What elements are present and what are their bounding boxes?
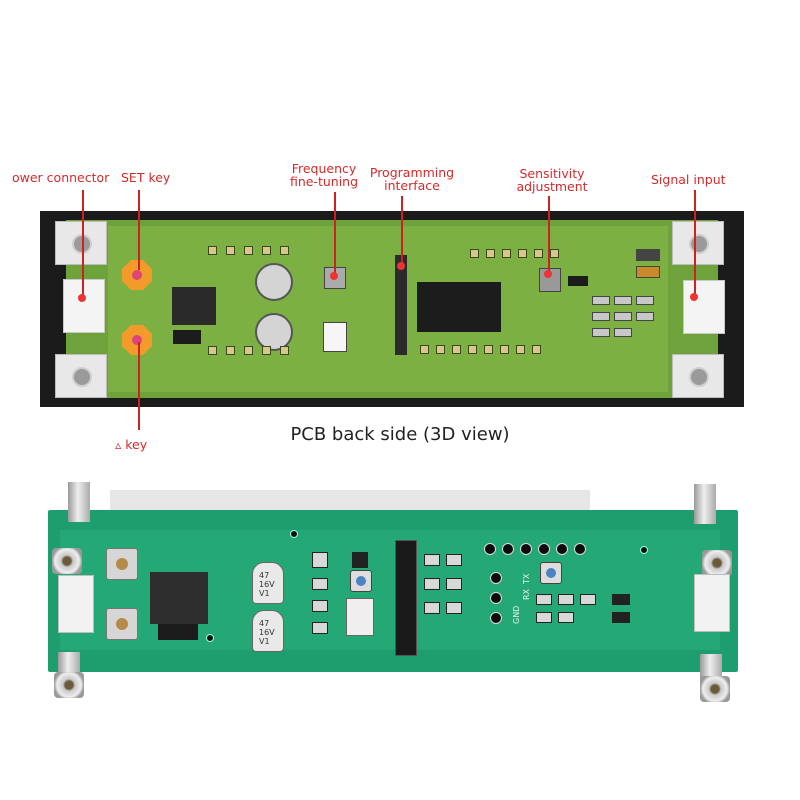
sensitivity-label-line2: adjustment (516, 179, 588, 194)
figure-caption: PCB back side (3D view) (290, 424, 510, 445)
standoff-top-right (694, 484, 716, 524)
hex-nut-right-top (702, 550, 732, 576)
freq-tuning-label-line1: Frequency (291, 161, 357, 176)
serial-pads (490, 572, 510, 632)
freq-tuning-label-line2: fine-tuning (289, 174, 359, 189)
power-connector-photo (58, 575, 94, 633)
diode-photo (158, 624, 198, 640)
power-connector (63, 279, 105, 333)
frequency-trimmer-photo (350, 570, 372, 592)
signal-input-label: Signal input (651, 172, 726, 187)
smd-cluster-right (532, 590, 652, 640)
power-connector-lead (82, 190, 84, 298)
mounting-post-top-right (672, 221, 724, 265)
display-edge (110, 490, 590, 512)
sensitivity-marker (544, 270, 552, 278)
capacitor-label: 47 16V V1 (259, 619, 275, 646)
rx-label: RX (522, 588, 531, 600)
set-key-photo (106, 548, 138, 580)
capacitor-label: 47 16V V1 (259, 571, 275, 598)
capacitor-2 (255, 313, 293, 351)
capacitor-photo-2: 47 16V V1 (252, 610, 284, 652)
prog-iface-label: Programming interface (366, 166, 458, 192)
signal-input-connector (683, 280, 725, 334)
smd-diode-1 (636, 249, 660, 261)
signal-input-connector-photo (694, 574, 730, 632)
serial-labels: GND RX TX (512, 574, 532, 624)
freq-tuning-lead (334, 192, 336, 274)
signal-input-lead (694, 190, 696, 296)
transistor (568, 276, 588, 286)
up-key (122, 325, 152, 355)
set-key-lead (138, 190, 140, 270)
programming-header-photo (395, 540, 417, 656)
freq-tuning-label: Frequency fine-tuning (286, 162, 362, 188)
crystal (323, 322, 347, 352)
up-key-photo (106, 608, 138, 640)
microcontroller-chip (417, 282, 501, 332)
mounting-post-bottom-right (672, 354, 724, 398)
gnd-label: GND (512, 605, 521, 624)
power-connector-marker (78, 294, 86, 302)
standoff-top-left (68, 482, 90, 522)
capacitor-photo-1: 47 16V V1 (252, 562, 284, 604)
tx-label: TX (522, 573, 531, 584)
hex-nut-right-bottom (700, 676, 730, 702)
crystal-photo (346, 598, 374, 636)
sensitivity-trimmer-photo (540, 562, 562, 584)
signal-input-marker (690, 293, 698, 301)
prog-iface-marker (397, 262, 405, 270)
capacitor-1 (255, 263, 293, 301)
smd-cluster-middle (418, 548, 468, 644)
mounting-post-top-left (55, 221, 107, 265)
set-key-label: SET key (121, 170, 171, 185)
programming-header (395, 255, 407, 355)
voltage-regulator-photo (150, 572, 208, 624)
up-key-label: ▵ key (115, 437, 148, 452)
diode (173, 330, 201, 344)
up-key-lead (138, 342, 140, 430)
sensitivity-label: Sensitivity adjustment (514, 167, 590, 193)
hex-nut-left-bottom (54, 672, 84, 698)
power-connector-label: ower connector (12, 170, 110, 185)
set-key (122, 260, 152, 290)
via (640, 546, 648, 554)
freq-tuning-marker (330, 272, 338, 280)
prog-iface-label-line1: Programming (369, 165, 455, 180)
sensitivity-lead (548, 196, 550, 272)
hex-nut-left-top (52, 548, 82, 574)
voltage-regulator (172, 287, 216, 325)
prog-iface-label-line2: interface (384, 178, 440, 193)
via (290, 530, 298, 538)
via (206, 634, 214, 642)
sensitivity-label-line1: Sensitivity (519, 166, 585, 181)
mounting-post-bottom-left (55, 354, 107, 398)
smd-cluster-left (300, 548, 380, 644)
header-holes-top (484, 540, 604, 555)
prog-iface-lead (401, 196, 403, 268)
smd-component-orange (636, 266, 660, 278)
